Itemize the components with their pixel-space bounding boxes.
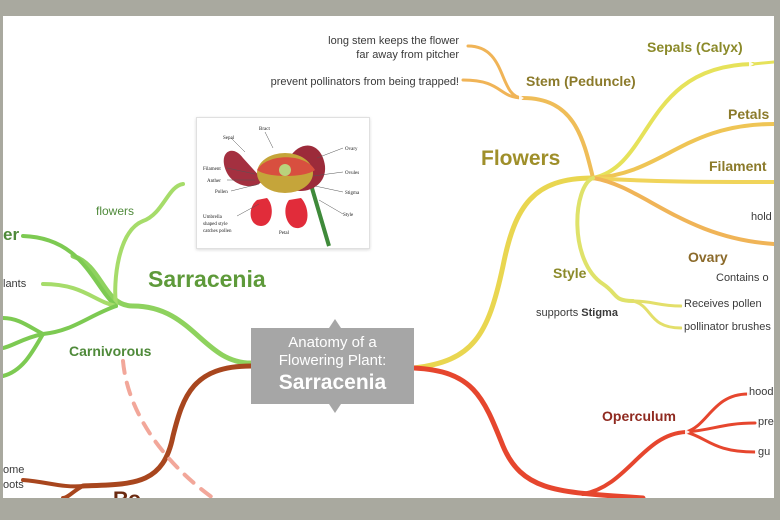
label-ovules: Ovules [345, 171, 359, 176]
branch-stem-note-1[interactable] [466, 44, 525, 100]
note-op-3[interactable]: gu [758, 446, 771, 458]
note-stem-2[interactable]: far away from pitcher [356, 49, 459, 61]
branch-roots-lower[interactable] [61, 484, 85, 498]
branch-er[interactable] [21, 234, 118, 308]
mind-map-branches [3, 44, 774, 498]
branch-flowers-small[interactable] [113, 182, 185, 308]
label-stigma: Stigma [345, 191, 360, 196]
branch-carnivorous[interactable] [3, 304, 118, 350]
branch-lants[interactable] [41, 282, 118, 308]
topic-sepals[interactable]: Sepals (Calyx) [647, 39, 743, 55]
topic-carnivorous[interactable]: Carnivorous [69, 343, 152, 359]
note-left-oots[interactable]: oots [3, 479, 24, 491]
central-topic-line-3: Sarracenia [278, 371, 387, 394]
label-petal: Petal [279, 231, 290, 236]
central-topic[interactable]: Anatomy of a Flowering Plant: Sarracenia [251, 328, 414, 404]
note-stem-3[interactable]: prevent pollinators from being trapped! [270, 76, 459, 88]
topic-style[interactable]: Style [553, 265, 587, 281]
branch-left-green-2[interactable] [3, 332, 45, 378]
branch-sarracenia[interactable] [70, 253, 254, 366]
mind-map-canvas[interactable]: Sepal Bract Ovary Ovules Filament Anther… [3, 16, 774, 498]
branch-op-2[interactable] [684, 421, 757, 434]
branch-op-3[interactable] [684, 430, 757, 454]
center-collapse-up-icon[interactable] [329, 319, 341, 328]
note-op-2[interactable]: pre [758, 416, 774, 428]
branch-sepals-ext[interactable] [751, 60, 774, 66]
branch-left-green-1[interactable] [3, 316, 45, 336]
branch-flowers[interactable] [411, 175, 596, 371]
note-receives[interactable]: Receives pollen [684, 298, 762, 310]
label-style: Style [343, 213, 354, 218]
label-sepal: Sepal [223, 136, 235, 141]
note-stigma-text: Stigma [581, 307, 618, 319]
topic-petals[interactable]: Petals [728, 106, 770, 122]
note-contains[interactable]: Contains o [716, 271, 769, 285]
topic-flowers-small[interactable]: flowers [96, 204, 135, 218]
note-supports-text: supports [536, 307, 579, 319]
label-umbrella-3: catches pollen [203, 229, 232, 234]
label-umbrella-1: Umbrella [203, 215, 223, 220]
center-collapse-down-icon[interactable] [329, 404, 341, 413]
branch-roots-left[interactable] [21, 478, 85, 489]
topic-filament[interactable]: Filament [709, 158, 767, 174]
central-topic-line-1: Anatomy of a [288, 334, 377, 351]
branch-style[interactable] [575, 176, 635, 303]
label-ovary: Ovary [345, 147, 358, 152]
note-left-lants[interactable]: lants [3, 278, 27, 290]
label-anther: Anther [207, 179, 221, 184]
branch-ovary[interactable] [591, 176, 774, 246]
note-op-1[interactable]: hood [749, 386, 774, 398]
branch-op-1[interactable] [684, 392, 750, 434]
branch-brushes[interactable] [631, 299, 683, 330]
topic-roots[interactable]: Ro [113, 488, 141, 498]
label-bract: Bract [259, 127, 270, 132]
topic-ovary[interactable]: Ovary [688, 249, 728, 265]
flower-anatomy-image[interactable]: Sepal Bract Ovary Ovules Filament Anther… [196, 117, 370, 249]
branch-petals[interactable] [591, 122, 774, 180]
note-stem-1[interactable]: long stem keeps the flower [328, 35, 459, 47]
note-brushes[interactable]: pollinator brushes [684, 321, 771, 333]
topic-operculum[interactable]: Operculum [602, 408, 676, 424]
note-supports[interactable]: supports Stigma [536, 306, 618, 320]
topic-stem[interactable]: Stem (Peduncle) [526, 73, 636, 89]
branch-operculum[interactable] [411, 365, 646, 498]
branch-sepals[interactable] [591, 62, 755, 180]
note-hold[interactable]: hold [751, 211, 772, 223]
branch-stem[interactable] [521, 96, 595, 180]
topic-flowers[interactable]: Flowers [481, 147, 561, 170]
label-umbrella-2: shaped style [203, 222, 228, 227]
central-topic-line-2: Flowering Plant: [278, 352, 387, 369]
branch-roots[interactable] [80, 363, 254, 489]
branch-stem-note-2[interactable] [461, 78, 525, 100]
note-contains-text: Contains o [716, 272, 769, 284]
topic-sarracenia[interactable]: Sarracenia [148, 266, 266, 292]
label-pollen: Pollen [215, 190, 228, 195]
topic-left-er[interactable]: er [3, 225, 20, 244]
label-filament: Filament [203, 167, 221, 172]
branch-filament[interactable] [591, 176, 774, 184]
flower-illustration: Sepal Bract Ovary Ovules Filament Anther… [203, 127, 360, 247]
note-left-ome[interactable]: ome [3, 464, 25, 476]
branch-op-sub[interactable] [581, 430, 688, 496]
